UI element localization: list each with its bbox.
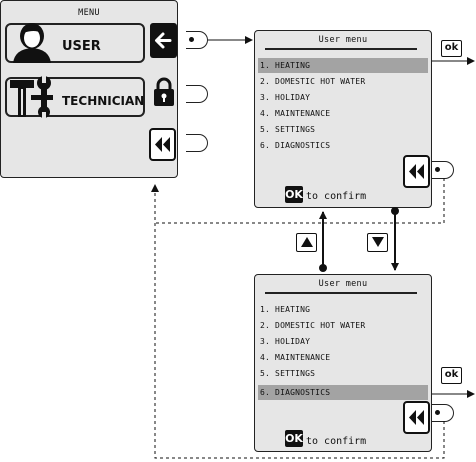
down-triangle-icon [371,237,384,247]
technician-tab[interactable] [186,85,208,103]
menu-item[interactable]: 4. MAINTENANCE [260,109,331,118]
lock-icon[interactable] [152,76,176,108]
tab-dot [435,167,440,172]
confirm-text: to confirm [306,191,367,202]
ok-key[interactable]: ok [441,367,462,384]
menu-item[interactable]: 1. HEATING [260,305,311,314]
menu-item[interactable]: 3. HOLIDAY [260,93,311,102]
ok-key-icon: OK [285,430,303,447]
menu-item[interactable]: 5. SETTINGS [260,125,316,134]
menu-item[interactable]: 3. HOLIDAY [260,337,311,346]
menu-item[interactable]: 4. MAINTENANCE [260,353,331,362]
menu-item[interactable]: 1. HEATING [258,58,428,73]
down-key[interactable] [367,233,388,252]
rewind-key[interactable] [403,401,430,434]
user-menu-screen-1: User menu 1. HEATING 2. DOMESTIC HOT WAT… [254,30,432,208]
ok-key[interactable]: ok [441,40,462,57]
user-icon [13,23,51,63]
confirm-text: to confirm [306,436,367,447]
menu-item[interactable]: 6. DIAGNOSTICS [260,141,331,150]
tab-dot [189,37,194,42]
tools-icon [10,75,53,119]
back-arrow-icon [155,32,172,49]
technician-label: TECHNICIAN [62,94,145,108]
rewind-icon [155,137,170,152]
rewind-icon [409,164,424,179]
ok-key-icon: OK [285,186,303,203]
up-key[interactable] [296,233,317,252]
user-menu-screen-2: User menu 1. HEATING 2. DOMESTIC HOT WAT… [254,274,432,452]
rewind-key[interactable] [149,128,176,161]
user-menu-title: User menu [318,279,368,289]
rewind-tab[interactable] [432,404,454,422]
menu-item[interactable]: 2. DOMESTIC HOT WATER [260,321,366,330]
menu-item[interactable]: 6. DIAGNOSTICS [258,385,428,400]
user-menu-title: User menu [318,35,368,45]
user-tab[interactable] [186,31,208,49]
user-label: USER [62,39,101,54]
rewind-tab[interactable] [186,134,208,152]
main-menu-title: MENU [78,8,100,18]
main-menu-screen: MENU USER TECHNICIAN [0,0,178,178]
menu-item[interactable]: 2. DOMESTIC HOT WATER [260,77,366,86]
rewind-key[interactable] [403,155,430,188]
title-divider [265,48,417,50]
up-triangle-icon [300,237,313,247]
rewind-tab[interactable] [432,161,454,179]
rewind-icon [409,410,424,425]
menu-item[interactable]: 5. SETTINGS [260,369,316,378]
tab-dot [435,410,440,415]
title-divider [265,292,417,294]
